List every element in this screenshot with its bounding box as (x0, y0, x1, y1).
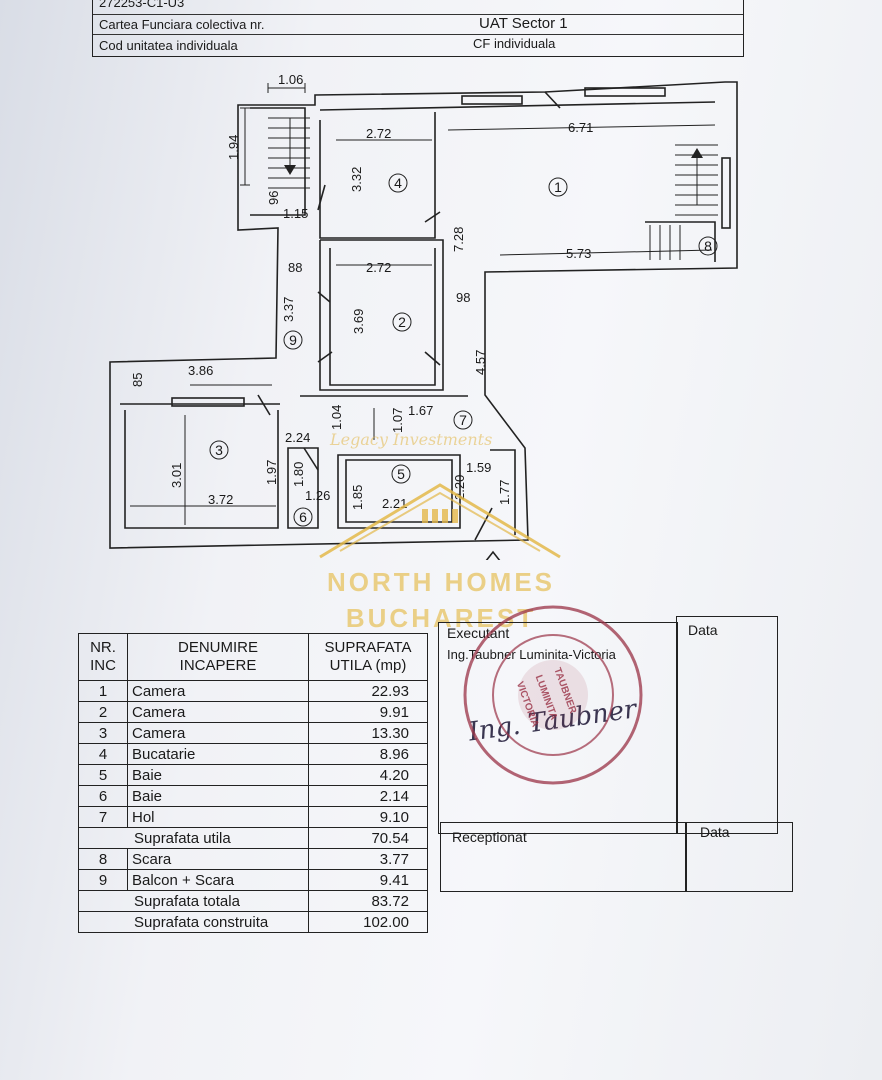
official-stamp: TAUBNER LUMINITA VICTORIA (463, 605, 643, 785)
room-marker-6: 6 (299, 509, 307, 525)
dim-label: 5.73 (566, 246, 591, 261)
header-row-2: Cartea Funciara colectiva nr. UAT Sector… (93, 14, 743, 35)
data-label-1: Data (688, 622, 718, 638)
room-marker-9: 9 (289, 332, 297, 348)
dim-label: 1.07 (390, 408, 405, 433)
dim-label: 1.85 (350, 485, 365, 510)
north-homes-watermark: NORTH HOMES BUCHAREST (0, 475, 882, 635)
dim-label: 1.77 (497, 480, 512, 505)
cadastral-header: 272253-C1-U3 Cartea Funciara colectiva n… (92, 0, 744, 57)
col-nr-header: NR.INC (78, 633, 128, 681)
dim-label: 3.01 (169, 463, 184, 488)
dim-label: 85 (130, 373, 145, 387)
dim-label: 1.59 (466, 460, 491, 475)
watermark-line-2: BUCHAREST (345, 603, 537, 633)
room-marker-7: 7 (459, 412, 467, 428)
dim-label: 1.80 (291, 462, 306, 487)
dim-label: 2.72 (366, 260, 391, 275)
dim-label: 88 (288, 260, 302, 275)
cf-colectiva-label: Cartea Funciara colectiva nr. (99, 17, 265, 32)
uat-label: UAT Sector 1 (479, 15, 568, 32)
dim-label: 3.69 (351, 309, 366, 334)
data-box-1 (676, 616, 778, 834)
dim-label: 7.28 (451, 227, 466, 252)
header-row-3: Cod unitatea individuala CF individuala (93, 34, 743, 54)
dim-label: 1.67 (408, 403, 433, 418)
header-row-1: 272253-C1-U3 (93, 0, 743, 15)
dim-label: 3.72 (208, 492, 233, 507)
room-marker-2: 2 (398, 314, 406, 330)
cf-number: 272253-C1-U3 (99, 0, 185, 10)
receptionat-box (440, 822, 687, 892)
dim-label: 98 (456, 290, 470, 305)
house-logo-icon (319, 483, 561, 559)
executant-name: Ing.Taubner Luminita-Victoria (447, 647, 616, 662)
dim-label: 96 (266, 191, 281, 205)
dim-label: 3.86 (188, 363, 213, 378)
room-marker-8: 8 (704, 238, 712, 254)
watermark-script: Legacy Investments (329, 430, 492, 449)
dim-label: 3.37 (281, 297, 296, 322)
watermark-line-1: NORTH HOMES (327, 567, 555, 597)
dim-label: 1.04 (329, 405, 344, 430)
room-marker-3: 3 (215, 442, 223, 458)
dim-label: 2.72 (366, 126, 391, 141)
room-marker-1: 1 (554, 179, 562, 195)
dim-label: 4.57 (473, 350, 488, 375)
dim-label: 1.26 (305, 488, 330, 503)
floor-plan: 1.06 1.94 2.72 6.71 3.32 96 1.15 7.28 88… (109, 72, 738, 560)
cod-unitate-label: Cod unitatea individuala (99, 38, 238, 53)
room-marker-4: 4 (394, 175, 402, 191)
dim-label: 6.71 (568, 120, 593, 135)
data-box-2 (685, 822, 793, 892)
receptionat-label: Receptionat (452, 829, 527, 845)
dim-label: 1.97 (264, 460, 279, 485)
dim-label: 1.15 (283, 206, 308, 221)
data-label-2: Data (700, 824, 730, 840)
dim-label: 1.94 (226, 135, 241, 160)
cf-individuala-label: CF individuala (473, 36, 556, 51)
dim-label: 1.06 (278, 72, 303, 87)
room-marker-5: 5 (397, 466, 405, 482)
dim-label: 3.32 (349, 167, 364, 192)
dim-label: 2.24 (285, 430, 310, 445)
executant-box (438, 622, 678, 834)
